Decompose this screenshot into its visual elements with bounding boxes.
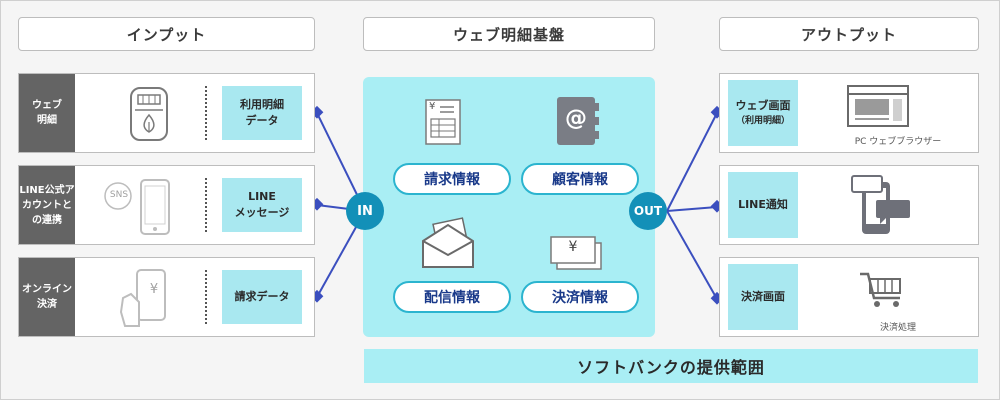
output-row-web: ウェブ画面 （利用明細） PC ウェブブラウザー xyxy=(719,73,979,153)
output-web-caption: PC ウェブブラウザー xyxy=(854,137,942,147)
line-out-3 xyxy=(666,210,718,300)
output-payment-screen: 決済画面 xyxy=(728,264,798,330)
yen-icon-text: ¥ xyxy=(149,282,159,297)
line-out-1 xyxy=(666,112,718,212)
invoice-icon: ¥ xyxy=(425,99,461,149)
header-input: インプット xyxy=(18,17,315,51)
invoice-yen-text: ¥ xyxy=(429,101,436,112)
banknotes-icon: ¥ xyxy=(547,233,605,277)
input-data-usage: 利用明細 データ xyxy=(222,86,302,140)
connector-out: OUT xyxy=(629,192,667,230)
input-label-line: LINE公式ア カウントと の連携 xyxy=(19,166,75,244)
output-row-payment: 決済画面 決済処理 xyxy=(719,257,979,337)
output-payment-caption: 決済処理 xyxy=(879,323,916,333)
platform-item-payment: 決済情報 xyxy=(521,281,639,313)
address-book-icon: @ xyxy=(555,95,601,151)
divider-dotted xyxy=(205,270,207,324)
input-row-payment: オンライン 決済 ¥ 請求データ xyxy=(18,257,315,337)
output-web-sublabel: （利用明細） xyxy=(735,115,790,126)
header-platform: ウェブ明細基盤 xyxy=(363,17,655,51)
line-out-2 xyxy=(666,206,718,212)
envelope-icon xyxy=(419,217,477,275)
output-web-screen: ウェブ画面 （利用明細） xyxy=(728,80,798,146)
output-web-label: ウェブ画面 xyxy=(735,99,791,112)
input-data-billing: 請求データ xyxy=(222,270,302,324)
hand-phone-yen-icon: ¥ xyxy=(119,268,169,334)
connector-in: IN xyxy=(346,192,384,230)
input-data-line-message: LINE メッセージ xyxy=(222,178,302,232)
divider-dotted xyxy=(205,178,207,232)
softbank-scope-banner: ソフトバンクの提供範囲 xyxy=(364,349,978,383)
header-output: アウトプット xyxy=(719,17,979,51)
input-label-payment: オンライン 決済 xyxy=(19,258,75,336)
shopping-cart-icon xyxy=(858,270,908,314)
output-line-notification: LINE通知 xyxy=(728,172,798,238)
banknote-yen-text: ¥ xyxy=(568,239,578,255)
divider-dotted xyxy=(205,86,207,140)
platform-area: ¥ @ 請求情報 顧客情報 ¥ 配信 xyxy=(363,77,655,337)
browser-window-icon xyxy=(846,84,910,134)
platform-item-billing: 請求情報 xyxy=(393,163,511,195)
meter-icon xyxy=(127,86,171,146)
platform-item-delivery: 配信情報 xyxy=(393,281,511,313)
platform-item-customer: 顧客情報 xyxy=(521,163,639,195)
sns-icon-text: SNS xyxy=(109,190,129,200)
sns-phone-icon: SNS xyxy=(103,178,183,240)
input-row-line: LINE公式ア カウントと の連携 SNS LINE メッセージ xyxy=(18,165,315,245)
input-row-web: ウェブ 明細 利用明細 データ xyxy=(18,73,315,153)
input-label-web: ウェブ 明細 xyxy=(19,74,75,152)
at-sign-text: @ xyxy=(565,106,587,131)
output-row-line: LINE通知 xyxy=(719,165,979,245)
chat-phone-icon xyxy=(850,174,916,242)
